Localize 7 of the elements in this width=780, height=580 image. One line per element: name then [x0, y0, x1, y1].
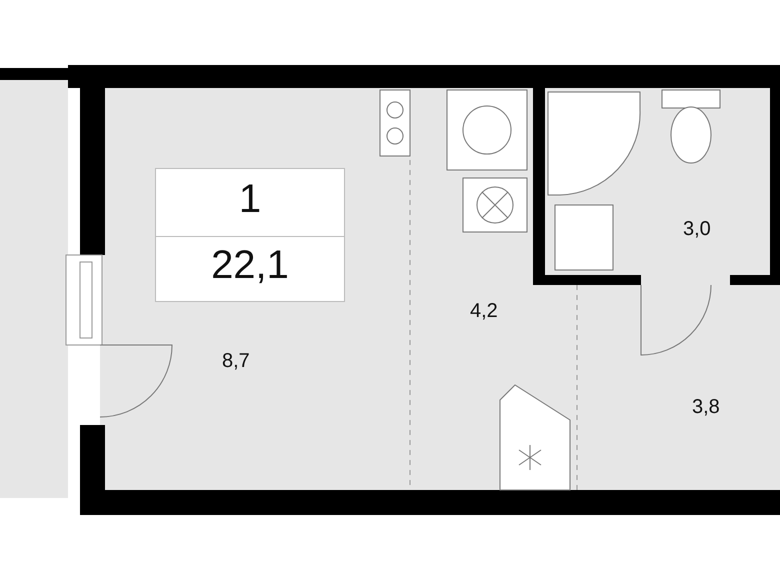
room-area-label: 3,8 — [692, 396, 720, 419]
room-area-label: 8,7 — [222, 350, 250, 373]
room-area-label: 4,2 — [470, 300, 498, 323]
apartment-info-box — [155, 168, 345, 302]
total-area: 22,1 — [156, 243, 344, 288]
room-area-label: 3,0 — [683, 218, 711, 241]
room-count: 1 — [238, 177, 262, 222]
